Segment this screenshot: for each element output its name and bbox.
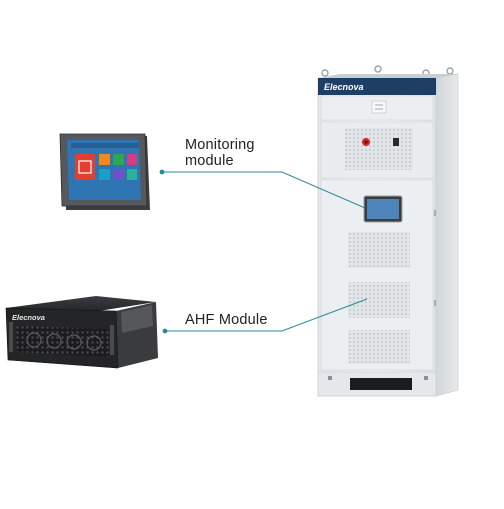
fan-icon [46,333,62,349]
vent-grille [348,282,410,318]
ahf-module-label: AHF Module [185,312,268,328]
ahf-module-image: Elecnova [5,296,158,369]
ahf-cabinet: Elecnova [317,65,459,397]
app-tile [99,154,110,165]
app-tile [127,154,137,165]
app-tile [75,154,95,180]
vent-grille [348,232,410,268]
monitoring-module-label: Monitoring module [185,137,255,169]
fan-icon [86,335,102,351]
app-tile [113,154,124,165]
key-switch-icon [393,138,399,146]
app-tile [127,169,137,180]
lifting-eye-icon [374,65,382,73]
monitoring-leader-line [162,171,366,209]
lifting-eye-icon [321,69,329,77]
fan-icon [26,332,42,348]
cable-entry-slot [350,378,412,390]
monitoring-module-image [59,133,150,210]
module-brand-logo: Elecnova [12,313,45,322]
lifting-eye-icon [446,67,454,75]
vent-grille [348,330,410,364]
app-tile [99,169,110,180]
ahf-leader-line [165,298,368,332]
cabinet-brand-logo: Elecnova [324,82,364,92]
app-tile [113,169,124,180]
fan-icon [66,334,82,350]
module-vent-grille [16,326,109,357]
leader-lines [159,169,368,334]
